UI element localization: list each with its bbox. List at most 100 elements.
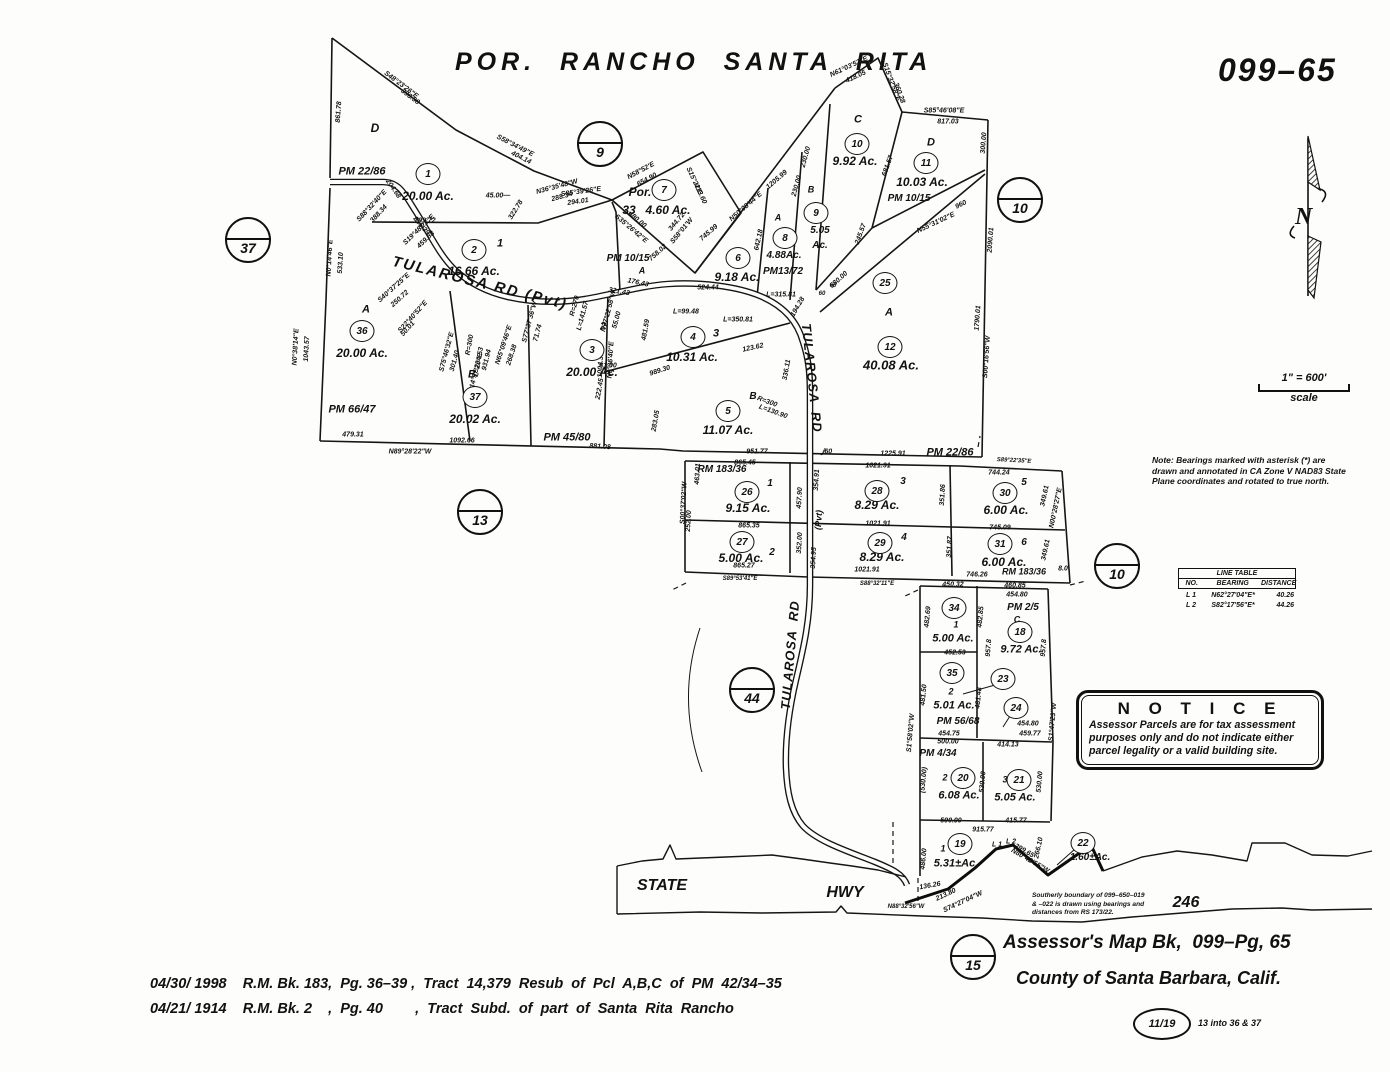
map-label: 5.31±Ac.	[933, 857, 979, 870]
line-table-header-no: NO.	[1185, 580, 1198, 587]
map-label: 915.77	[972, 826, 994, 834]
parcel-number-circle: 21	[1006, 769, 1032, 791]
map-label: C	[1013, 614, 1021, 625]
county-credit: County of Santa Barbara, Calif.	[1016, 968, 1282, 988]
revision-note: 13 into 36 & 37	[1198, 1018, 1262, 1028]
parcel-number-circle: 7	[651, 179, 677, 201]
map-label: 230.00	[799, 145, 813, 169]
parcel-number-circle: 18	[1007, 621, 1033, 643]
map-label: 71.74	[532, 323, 544, 343]
map-label: S88°32'11"E	[859, 581, 895, 587]
map-label: 268.38	[505, 343, 519, 367]
map-label: 960	[954, 199, 968, 211]
map-label: 322.78	[507, 199, 525, 221]
line-no: L 1	[1186, 592, 1196, 599]
map-label: 204.68	[383, 178, 403, 200]
map-label: 2	[948, 686, 954, 697]
parcel-number-circle: 11	[913, 152, 939, 174]
map-label: 1	[953, 619, 959, 630]
map-label: N89°28'22"W	[388, 448, 432, 456]
section-reference-marker: 10	[997, 177, 1043, 223]
map-label: RM 183/36	[1001, 566, 1047, 577]
coordinate-system-note: Note: Bearings marked with asterisk (*) …	[1152, 455, 1346, 487]
map-label: 865.45	[734, 459, 756, 467]
map-label: B	[749, 391, 757, 402]
map-label: B	[807, 184, 815, 195]
map-label: 294.01	[566, 197, 590, 207]
map-label: TULAROSA RD	[798, 322, 826, 434]
map-label: 20.02 Ac.	[449, 412, 501, 426]
section-number: 37	[240, 240, 256, 256]
map-label: 283.05	[650, 409, 662, 433]
map-label: 414.13	[997, 741, 1019, 749]
parcel-number-circle: 6	[725, 247, 751, 269]
parcel-number-circle: 10	[844, 133, 870, 155]
map-label: PM13/72	[762, 266, 804, 277]
map-label: A	[362, 303, 370, 316]
map-label: N0°14'46"E	[325, 239, 335, 277]
parcel-number-circle: 27	[729, 531, 755, 553]
parcel-number-circle: 4	[680, 326, 706, 348]
map-label: S00°16'56"W	[982, 335, 992, 379]
map-label: A	[638, 265, 646, 276]
map-label: 8.29 Ac.	[859, 550, 905, 564]
map-label: 799.72	[414, 217, 436, 225]
map-label: D	[927, 136, 935, 149]
scale-bar-line	[1258, 384, 1350, 392]
map-label: 865.27	[733, 562, 755, 570]
map-label: L=350.81	[723, 316, 753, 324]
map-label: 10.31 Ac.	[666, 350, 718, 364]
map-label: D	[370, 121, 380, 135]
parcel-number-circle: 36	[349, 320, 375, 342]
section-number: 44	[744, 690, 760, 706]
map-label: L=99.48	[673, 308, 699, 316]
map-label: 482.69	[923, 606, 933, 628]
map-label: 5	[1021, 477, 1027, 488]
parcel-number-circle: 8	[772, 227, 798, 249]
map-label: 351.87	[945, 536, 955, 558]
map-label: 6.00 Ac.	[983, 503, 1029, 517]
map-label: 481.48	[974, 687, 984, 709]
map-label: 9.15 Ac.	[725, 501, 771, 515]
map-label: 758.02	[647, 243, 669, 263]
line-no: L 2	[1186, 602, 1196, 609]
map-label: 4.60 Ac.	[645, 203, 691, 217]
map-label: 1790.01	[973, 305, 983, 331]
map-label: 481.59	[640, 318, 652, 342]
map-label: 10.03 Ac.	[896, 175, 948, 189]
page-title: POR. RANCHO SANTA RITA	[455, 48, 933, 76]
line-distance: 44.26	[1276, 602, 1294, 609]
section-reference-marker: 9	[577, 121, 623, 167]
map-label: 60	[829, 283, 837, 289]
map-label: 746.26	[966, 571, 988, 579]
map-label: 1	[767, 478, 773, 489]
map-label: 252.00	[684, 510, 694, 532]
map-label: 3	[1002, 774, 1008, 785]
map-label: Ac.	[812, 240, 828, 251]
map-label: 744.24	[988, 469, 1010, 477]
line-table-title: LINE TABLE	[1179, 569, 1295, 579]
map-label: 1092.66	[449, 437, 475, 445]
map-label: PM 22/86	[926, 446, 974, 459]
line-table-row: L 1 N62°27'04"E* 40.26	[1178, 592, 1296, 599]
map-label: 20.00 Ac.	[402, 189, 454, 203]
map-label: 8.0	[1058, 565, 1068, 573]
scale-label: scale	[1290, 392, 1318, 404]
line-bearing: S82°17'56"E*	[1211, 602, 1255, 609]
map-label: 8.29 Ac.	[854, 498, 900, 512]
map-label: 418.05	[844, 69, 868, 85]
map-label: PM 22/86	[338, 165, 386, 178]
map-label: 354.95	[809, 547, 819, 569]
map-label: N00°28'27"E	[1048, 487, 1064, 529]
map-label: A	[885, 306, 893, 319]
map-label: 336.11	[781, 359, 793, 381]
parcel-number-circle: 5	[715, 400, 741, 422]
parcel-number-circle: 9	[803, 202, 829, 224]
map-label: 681.57	[881, 154, 895, 178]
line-bearing: N62°27'04"E*	[1211, 592, 1255, 599]
map-label: 1021.91	[865, 462, 891, 470]
map-label: 482.85	[976, 606, 986, 628]
map-label: 6.08 Ac.	[938, 789, 980, 802]
map-label: 2	[942, 772, 948, 783]
